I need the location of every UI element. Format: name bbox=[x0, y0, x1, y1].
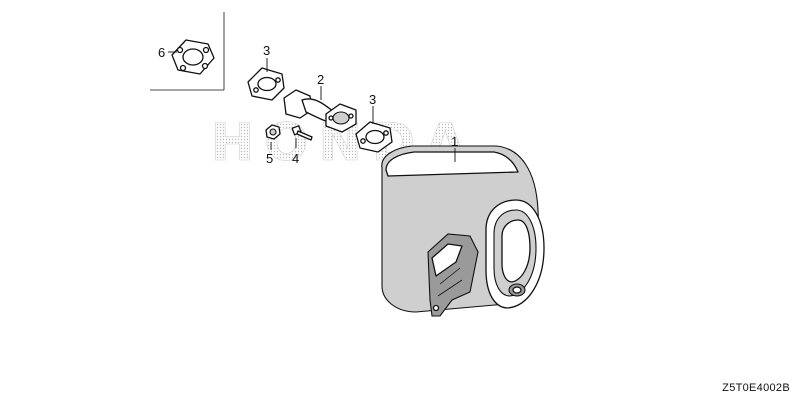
part-2-exhaust-pipe bbox=[283, 89, 357, 133]
part-1-muffler bbox=[381, 145, 545, 317]
callout-4: 4 bbox=[292, 151, 299, 166]
callout-6: 6 bbox=[158, 45, 165, 60]
part-3-gasket-upper bbox=[247, 67, 285, 101]
diagram-code: Z5T0E4002B bbox=[722, 382, 790, 394]
callout-2: 2 bbox=[317, 72, 324, 87]
inset-frame bbox=[150, 12, 225, 91]
callout-3-lower: 3 bbox=[369, 92, 376, 107]
part-6-gasket bbox=[171, 39, 215, 75]
leader-lines bbox=[168, 51, 456, 162]
part-5-nut bbox=[265, 124, 281, 140]
callout-1: 1 bbox=[451, 134, 458, 149]
callout-3-upper: 3 bbox=[263, 43, 270, 58]
part-4-bolt bbox=[291, 125, 313, 141]
callout-5: 5 bbox=[266, 151, 273, 166]
part-3-gasket-lower bbox=[355, 121, 393, 153]
